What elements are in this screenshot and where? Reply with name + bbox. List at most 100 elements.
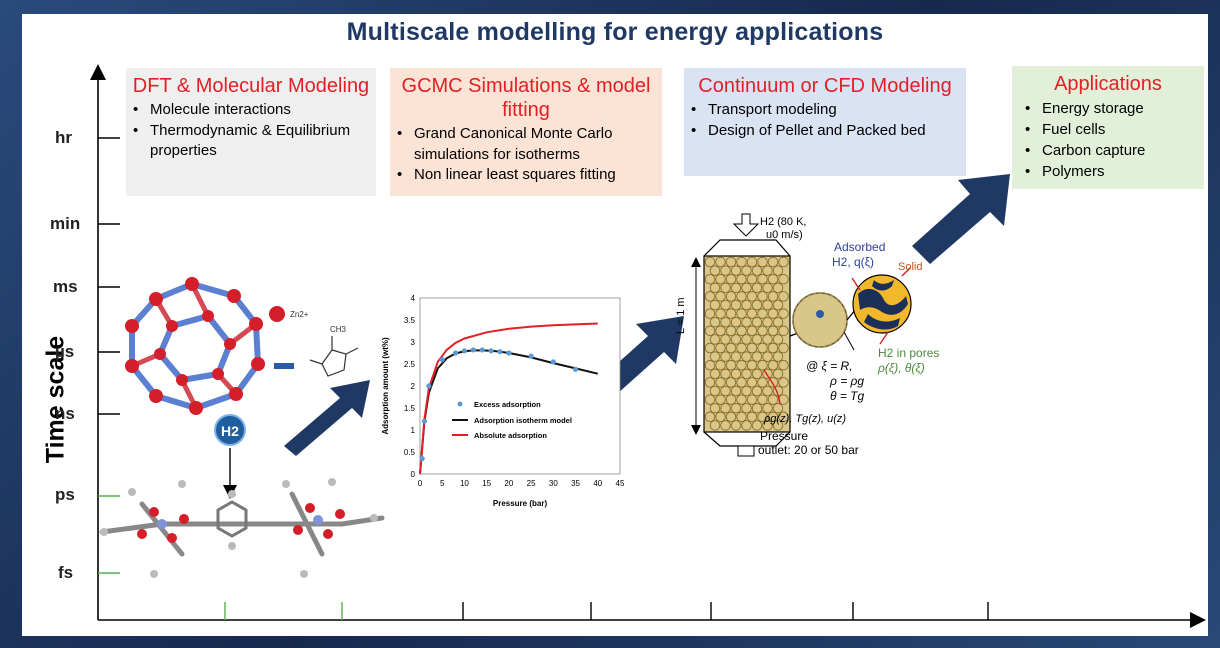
tick-ns: ns — [55, 404, 75, 423]
bed-pellet — [736, 325, 747, 337]
bed-pellet — [767, 342, 779, 354]
data-point — [439, 357, 445, 363]
box-dft-heading: DFT & Molecular Modeling — [132, 75, 370, 97]
bed-pellet — [720, 265, 731, 276]
bed-pellet — [730, 368, 742, 380]
data-point — [506, 350, 512, 356]
box-applications-item: Polymers — [1025, 161, 1204, 182]
bed-pellet — [772, 351, 784, 362]
isotherm-x-tick: 10 — [460, 479, 469, 488]
data-point — [461, 348, 468, 354]
box-continuum-heading: Continuum or CFD Modeling — [698, 75, 952, 97]
box-applications-item: Fuel cells — [1025, 119, 1204, 140]
arrow-3 — [912, 174, 1010, 264]
zn-ion-dot — [269, 306, 285, 322]
bed-pellet — [704, 256, 716, 268]
isotherm-x-tick: 35 — [571, 479, 580, 488]
bed-pellet — [757, 325, 768, 337]
bed-pellet — [762, 299, 773, 311]
bed-pellet — [715, 394, 726, 405]
arrow-1 — [284, 380, 370, 456]
isotherm-x-tick: 45 — [616, 479, 625, 488]
bed-pellet — [709, 420, 721, 431]
bed-pellet — [751, 368, 763, 380]
bed-pellet — [704, 359, 716, 371]
isotherm-x-tick: 40 — [593, 479, 602, 488]
bed-pellet — [730, 316, 742, 328]
bed-pellet — [715, 359, 726, 371]
bc-line-1: @ ξ = R, — [806, 359, 853, 373]
pellet-graphic — [792, 267, 912, 351]
box-continuum: Continuum or CFD Modeling Transport mode… — [684, 68, 966, 176]
methyl-label: CH3 — [330, 325, 347, 334]
bed-pellet — [762, 351, 773, 362]
pellet-adsorbed-2: H2, q(ξ) — [832, 255, 874, 269]
data-point — [426, 383, 432, 389]
bed-pellet — [751, 282, 763, 294]
data-point — [470, 347, 476, 353]
box-applications: Applications Energy storage Fuel cells C… — [1012, 66, 1204, 189]
pellet-pores-1: H2 in pores — [878, 346, 939, 360]
bed-pellet — [720, 368, 731, 380]
isotherm-x-tick: 20 — [504, 479, 513, 488]
bed-length: L = 1 m — [675, 297, 687, 334]
bed-pellet — [741, 420, 752, 431]
box-dft-item: Molecule interactions — [133, 100, 376, 121]
bed-pellet — [762, 402, 773, 414]
bed-pellet — [778, 325, 789, 337]
bed-pellet — [715, 411, 726, 423]
slide: Multiscale modelling for energy applicat… — [22, 14, 1208, 636]
data-point — [528, 353, 534, 359]
bed-pellet — [741, 282, 752, 294]
legend-model: Adsorption isotherm model — [474, 416, 572, 425]
bed-pellet — [767, 359, 779, 371]
bed-pellet — [725, 273, 737, 285]
bed-pellet — [709, 402, 721, 414]
series-line — [419, 349, 599, 475]
bed-pellet — [720, 282, 731, 294]
linker-molecule-graphic — [99, 478, 385, 578]
bed-pellet — [730, 282, 742, 294]
data-point — [488, 348, 494, 354]
bed-pellet — [746, 342, 758, 354]
data-point — [572, 366, 579, 372]
bed-pellet — [746, 256, 758, 268]
bed-pellet — [720, 402, 731, 414]
bed-pellet — [746, 394, 758, 405]
bed-pellet — [757, 308, 768, 319]
diagram-canvas: Zn2+ CH3 H2 — [90, 64, 1206, 628]
bed-pellet — [720, 351, 731, 362]
bed-pellet — [736, 256, 747, 268]
bed-pellet — [767, 291, 779, 302]
bed-pellet — [746, 308, 758, 319]
bed-pellet — [751, 402, 763, 414]
bed-pellet — [767, 308, 779, 319]
bed-pellet — [741, 351, 752, 362]
legend-excess: Excess adsorption — [474, 400, 541, 409]
bed-pellet — [736, 308, 747, 319]
bed-pellet — [778, 308, 789, 319]
bed-pellet — [709, 351, 721, 362]
bed-pellet — [751, 385, 763, 397]
data-point — [452, 350, 459, 356]
packed-bed-graphic — [691, 213, 813, 457]
bed-pellet — [736, 291, 747, 302]
bed-pellet — [736, 359, 747, 371]
bed-pellet — [767, 394, 779, 405]
dash-symbol — [274, 363, 294, 369]
isotherm-y-tick: 2 — [411, 382, 416, 391]
data-point — [419, 456, 425, 462]
bed-pellet — [704, 394, 716, 405]
bed-pellet — [730, 334, 742, 345]
box-gcmc-item: Non linear least squares fitting — [397, 165, 662, 186]
box-dft-item: Thermodynamic & Equilibrium properties — [133, 121, 376, 162]
bed-inlet-1: H2 (80 K, — [760, 216, 806, 228]
tick-fs: fs — [58, 563, 74, 582]
bed-pellet — [762, 334, 773, 345]
bed-pellet — [757, 342, 768, 354]
isotherm-legend: Excess adsorption Adsorption isotherm mo… — [452, 400, 572, 440]
y-axis-ticks-green — [98, 495, 120, 574]
bed-pellet — [778, 359, 789, 371]
